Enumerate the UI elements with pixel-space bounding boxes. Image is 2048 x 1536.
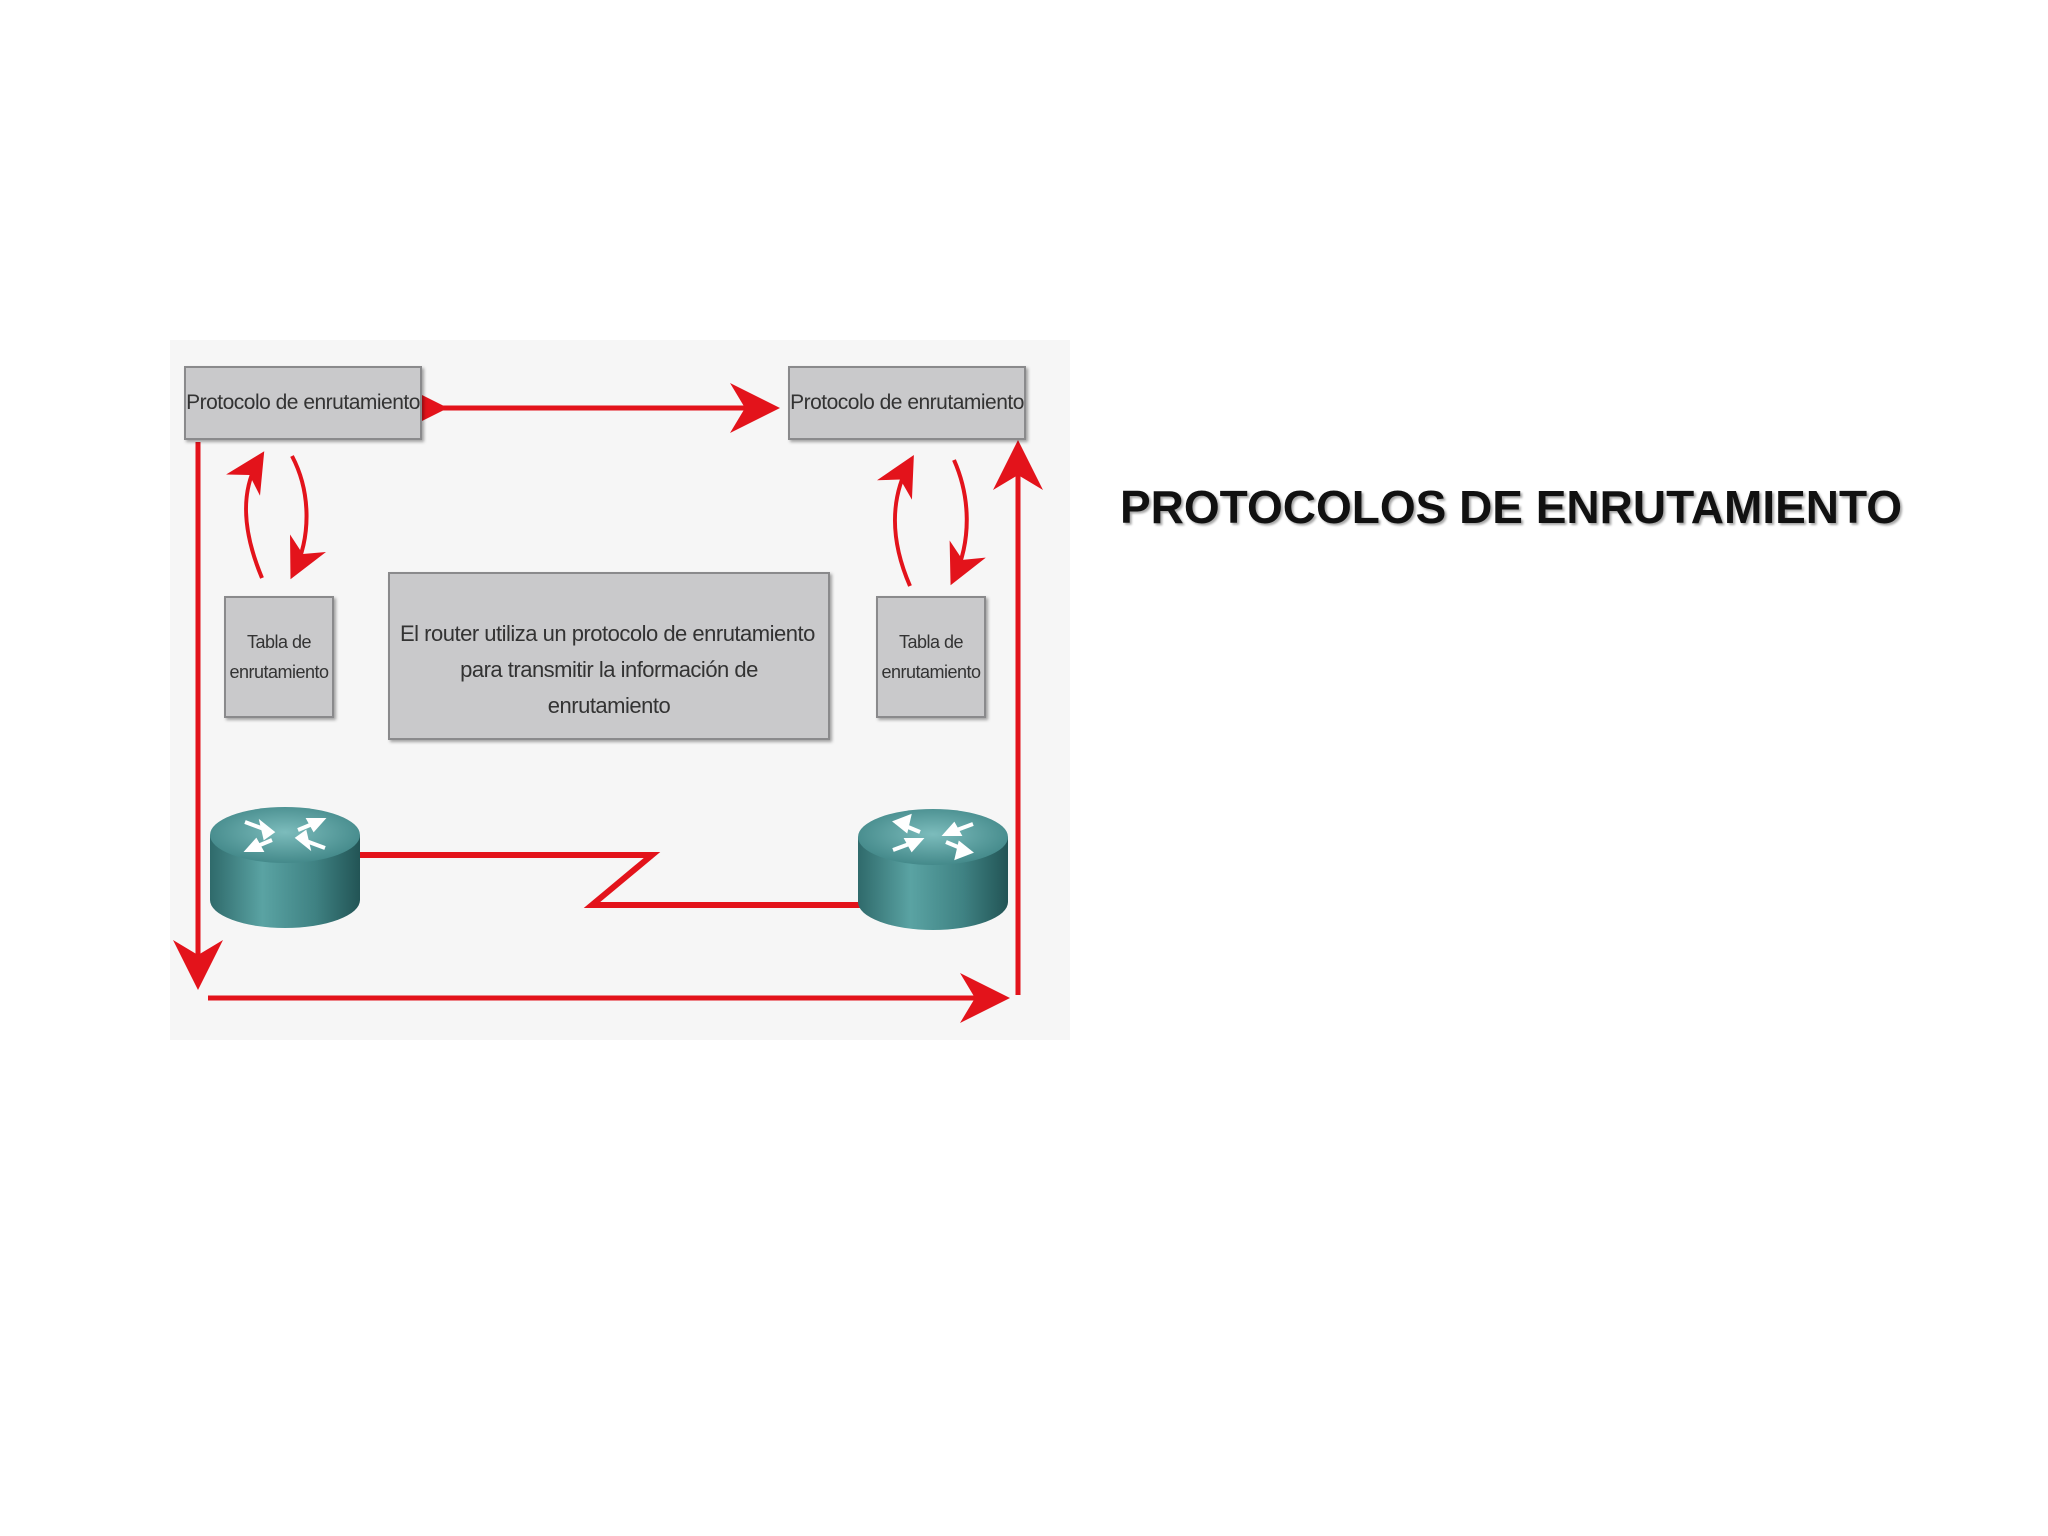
diagram-graphics — [173, 383, 1043, 1023]
center-text-line1: El router utiliza un protocolo de enruta… — [400, 621, 815, 646]
left-protocol-box: Protocolo de enrutamiento — [184, 366, 422, 440]
right-table-label-line2: enrutamiento — [881, 662, 981, 682]
left-table-label-line2: enrutamiento — [229, 662, 329, 682]
left-curve-up-arrow — [226, 451, 265, 579]
slide-title: PROTOCOLOS DE ENRUTAMIENTO — [1120, 481, 1903, 533]
right-table-label-line1: Tabla de — [898, 632, 964, 652]
right-curve-up-arrow — [876, 455, 914, 587]
left-router-icon — [210, 807, 360, 928]
left-routing-table-box: Tabla de enrutamiento — [224, 596, 334, 718]
routing-diagram: Protocolo de enrutamiento Protocolo de e… — [170, 340, 1070, 1040]
left-protocol-label: Protocolo de enrutamiento — [186, 391, 420, 414]
left-curve-down-arrow — [289, 455, 326, 580]
right-curve-down-arrow — [949, 459, 986, 586]
serial-link — [358, 852, 870, 908]
router-description-box: El router utiliza un protocolo de enruta… — [388, 572, 830, 740]
right-router-icon — [858, 809, 1008, 930]
right-protocol-box: Protocolo de enrutamiento — [788, 366, 1026, 440]
right-routing-table-box: Tabla de enrutamiento — [876, 596, 986, 718]
right-protocol-label: Protocolo de enrutamiento — [790, 391, 1024, 414]
left-table-label-line1: Tabla de — [246, 632, 312, 652]
center-text-line2: para transmitir la información de enruta… — [460, 657, 758, 718]
